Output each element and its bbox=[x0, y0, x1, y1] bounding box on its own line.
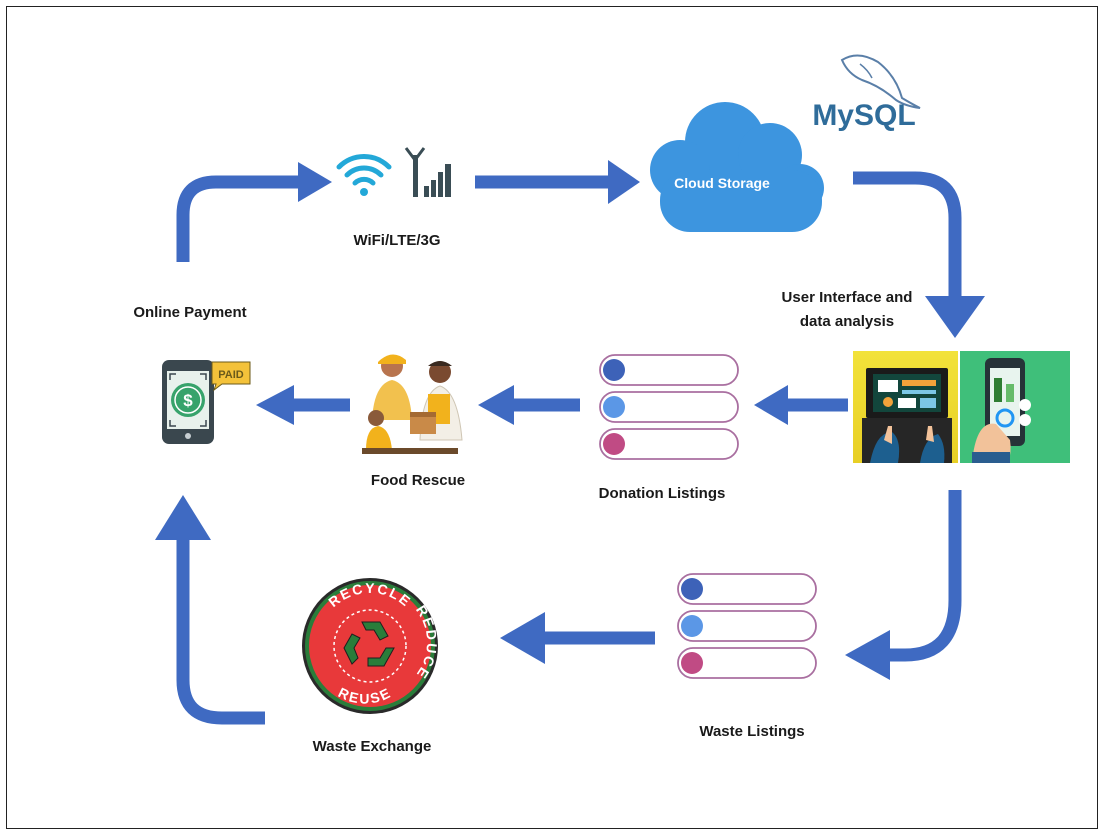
network-label: WiFi/LTE/3G bbox=[353, 232, 441, 249]
payment-phone-icon bbox=[162, 360, 214, 444]
recycle-badge bbox=[302, 578, 438, 714]
recycle-arrows-icon bbox=[343, 621, 395, 667]
cell-signal-icon bbox=[404, 147, 451, 197]
ui-label-line-2: data analysis bbox=[799, 313, 895, 330]
paid-badge bbox=[211, 361, 251, 392]
arrowhead bbox=[754, 385, 788, 425]
food-rescue-illustration bbox=[362, 354, 463, 454]
arrowhead bbox=[298, 162, 332, 202]
arrowhead bbox=[500, 612, 545, 664]
arrowhead bbox=[155, 495, 211, 540]
waste-listings-icon bbox=[677, 573, 817, 679]
waste-exchange-label: Waste Exchange bbox=[312, 738, 432, 755]
arrowhead bbox=[256, 385, 294, 425]
cloud-storage-label: Cloud Storage bbox=[674, 175, 770, 191]
payment-label: Online Payment bbox=[133, 304, 247, 321]
mysql-logo-text: MySQL bbox=[812, 99, 915, 132]
arrowhead bbox=[478, 385, 514, 425]
donation-listings-icon bbox=[599, 354, 739, 460]
arrowhead bbox=[845, 630, 890, 680]
arrow-exchange-to-payment bbox=[176, 535, 265, 725]
donation-listings-label: Donation Listings bbox=[598, 485, 726, 502]
svg-text:REUSE: REUSE bbox=[336, 684, 394, 706]
waste-listings-label: Waste Listings bbox=[699, 723, 805, 740]
cloud-icon bbox=[650, 102, 824, 232]
food-rescue-label: Food Rescue bbox=[370, 472, 466, 489]
paid-badge-text: PAID bbox=[218, 369, 244, 381]
arrowhead bbox=[925, 296, 985, 338]
arrow-cloud-to-ui bbox=[853, 171, 962, 298]
arrow-ui-to-waste bbox=[885, 490, 962, 662]
arrowheads bbox=[155, 160, 985, 680]
ui-label: User Interface and data analysis bbox=[782, 286, 913, 334]
ui-label-line-1: User Interface and bbox=[781, 289, 913, 306]
laptop-analytics-image bbox=[853, 351, 958, 463]
wifi-icon bbox=[336, 154, 392, 196]
dollar-sign: $ bbox=[183, 391, 193, 410]
arrow-payment-to-network bbox=[176, 175, 300, 262]
arrowhead bbox=[608, 160, 640, 204]
mysql-logo bbox=[840, 54, 921, 109]
phone-analytics-image bbox=[960, 351, 1070, 463]
arrows bbox=[176, 171, 962, 725]
ring-text-reuse: REUSE bbox=[336, 684, 392, 706]
